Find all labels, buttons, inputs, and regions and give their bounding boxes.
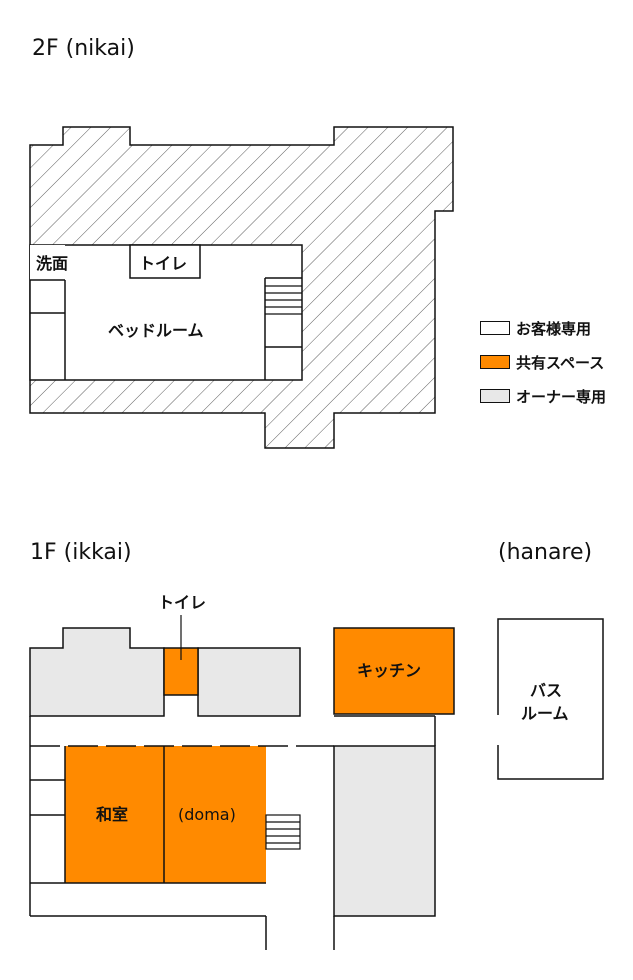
toilet-2f-label: トイレ: [139, 254, 187, 273]
toilet-1f-label: トイレ: [158, 593, 206, 612]
second-floor-plan: 洗面 トイレ ベッドルーム: [29, 126, 454, 449]
legend-label-guest: お客様専用: [516, 319, 592, 338]
stairs-1f: [265, 814, 301, 850]
toilet-2f: [129, 244, 201, 279]
annex-title: (hanare): [498, 540, 593, 565]
washitsu-doma-1f: [65, 746, 266, 883]
legend-swatch-shared: [480, 355, 510, 369]
legend-item-owner: オーナー専用: [480, 386, 606, 406]
legend-label-shared: 共有スペース: [516, 353, 605, 372]
corridor-walls-1f: [29, 715, 436, 950]
bath-label-line2: ルーム: [521, 704, 569, 723]
washitsu-label: 和室: [96, 805, 128, 824]
bedroom-label: ベッドルーム: [108, 321, 204, 340]
legend-swatch-owner: [480, 389, 510, 403]
first-floor-plan: トイレ キッチン 和室 (doma): [29, 593, 455, 950]
annex-plan: バス ルーム: [497, 618, 604, 780]
legend-item-shared: 共有スペース: [480, 352, 606, 372]
legend-swatch-guest: [480, 321, 510, 335]
legend-item-guest: お客様専用: [480, 318, 606, 338]
washroom-label: 洗面: [36, 254, 68, 273]
legend: お客様専用 共有スペース オーナー専用: [480, 318, 606, 420]
owner-room-1f-left: [29, 627, 165, 717]
doma-label: (doma): [178, 805, 236, 824]
kitchen-label: キッチン: [357, 661, 421, 680]
owner-room-1f-right: [333, 745, 436, 917]
stairs-2f: [264, 277, 302, 380]
floor-title-1f: 1F (ikkai): [30, 540, 132, 565]
floor-title-2f: 2F (nikai): [32, 36, 135, 61]
bath-label-line1: バス: [530, 681, 562, 700]
kitchen-1f: [333, 627, 455, 715]
washroom-2f: [30, 245, 65, 280]
legend-label-owner: オーナー専用: [516, 387, 607, 406]
owner-room-1f-center: [197, 647, 301, 717]
bathroom-annex: [497, 618, 604, 780]
